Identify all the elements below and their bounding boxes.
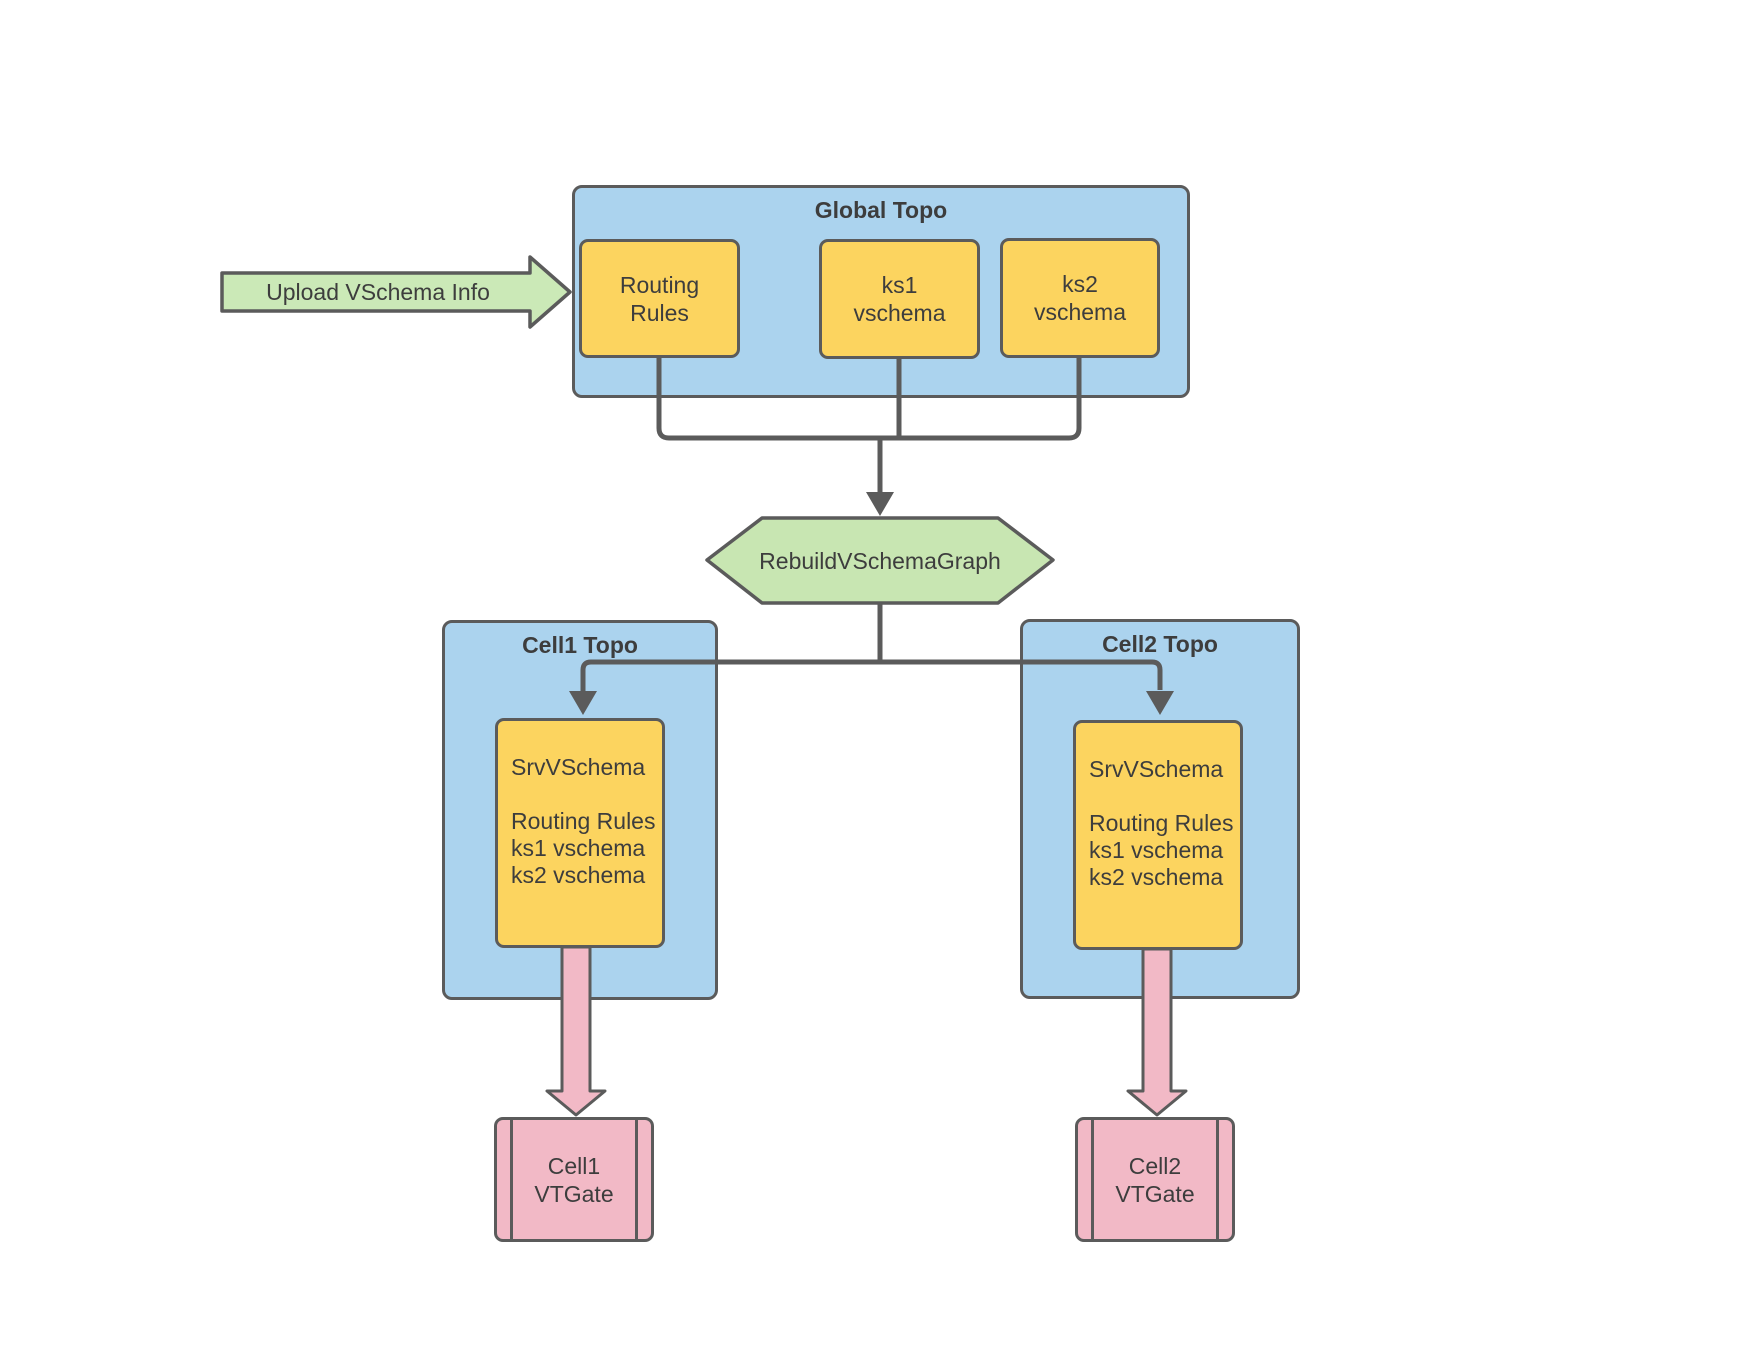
cell2-vtgate-box: Cell2 VTGate [1075, 1117, 1235, 1242]
cell1-vtgate-box: Cell1 VTGate [494, 1117, 654, 1242]
cell2-topo-title: Cell2 Topo [1102, 631, 1218, 657]
cell1-topo-title: Cell1 Topo [522, 632, 638, 658]
cell1-srvvschema-node: SrvVSchema Routing Rules ks1 vschema ks2… [495, 718, 665, 948]
upload-arrow-label: Upload VSchema Info [266, 279, 490, 305]
vtgate-right-bar [635, 1119, 638, 1240]
upload-arrow-shape [220, 255, 572, 329]
global-topo-title: Global Topo [814, 197, 948, 223]
cell1-vtgate-label: Cell1 VTGate [534, 1152, 614, 1207]
ks1-vschema-node: ks1 vschema [819, 239, 980, 359]
cell2-vtgate-label: Cell2 VTGate [1115, 1152, 1195, 1207]
arrowhead-into-hexagon [866, 492, 894, 516]
cell2-srvvschema-node: SrvVSchema Routing Rules ks1 vschema ks2… [1073, 720, 1243, 950]
rebuild-hexagon-shape [705, 516, 1055, 605]
rebuild-hexagon-label: RebuildVSchemaGraph [759, 547, 1001, 574]
routing-rules-node: Routing Rules [579, 239, 740, 358]
vtgate-left-bar [1091, 1119, 1094, 1240]
ks2-vschema-node: ks2 vschema [1000, 238, 1160, 358]
vtgate-left-bar [510, 1119, 513, 1240]
vtgate-right-bar [1216, 1119, 1219, 1240]
